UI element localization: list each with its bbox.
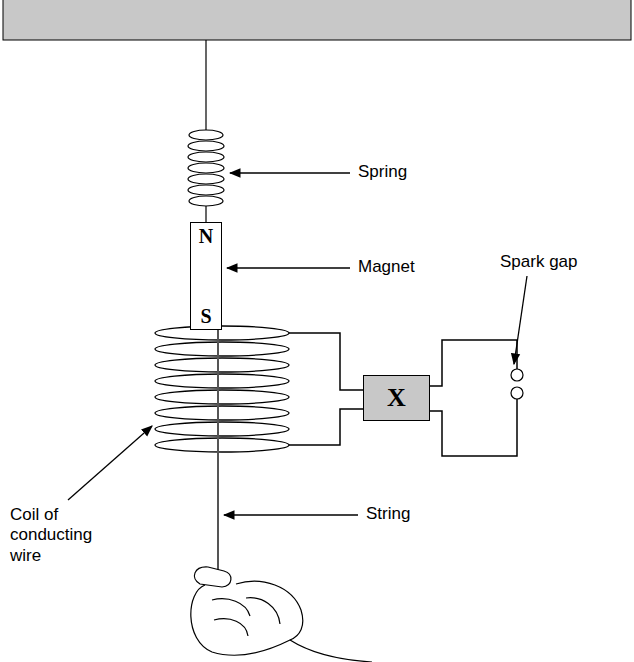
- string: [217, 330, 219, 572]
- leader-arrow: [68, 426, 152, 500]
- hand-illustration: [191, 567, 372, 662]
- coil-loop: [155, 390, 289, 404]
- magnet-bar: NS: [190, 222, 222, 330]
- pole-letter: S: [200, 305, 211, 327]
- leader-arrow: [514, 276, 527, 364]
- leader-arrow: [227, 267, 350, 268]
- pole-letter: N: [199, 225, 213, 247]
- hand-fill: [191, 585, 372, 662]
- spring-symbol: [188, 130, 224, 206]
- spring-hook: [205, 206, 206, 223]
- hanging-wire: [205, 40, 206, 130]
- leader-arrow: [224, 514, 358, 515]
- spark-gap-electrode: [511, 369, 523, 381]
- coil-loop: [155, 374, 289, 388]
- hand-outline: [236, 581, 303, 640]
- part-label: String: [366, 504, 410, 524]
- thumb: [194, 567, 230, 587]
- device-letter: X: [387, 384, 406, 413]
- coil-loop: [155, 326, 289, 340]
- coil-symbol: [155, 326, 289, 452]
- wire: [429, 399, 517, 456]
- spring-coil: [188, 141, 224, 151]
- part-label: Spring: [358, 162, 407, 182]
- coil-loop: [155, 438, 289, 452]
- spring-coil: [188, 163, 224, 173]
- coil-loop: [155, 406, 289, 420]
- circuit-wires: [289, 333, 517, 456]
- spring-coil: [189, 130, 223, 140]
- leader-arrows: [68, 173, 527, 515]
- spring-coil: [189, 196, 223, 206]
- spring-coil: [188, 152, 224, 162]
- spring-coil: [188, 185, 224, 195]
- coil-loop: [155, 342, 289, 356]
- spark-gap-electrode: [511, 387, 523, 399]
- coil-loop: [155, 422, 289, 436]
- hand-outline: [191, 585, 372, 662]
- leader-arrow: [230, 172, 350, 173]
- finger-lines: [212, 598, 280, 636]
- coil-loop: [155, 358, 289, 372]
- wire: [429, 340, 517, 386]
- spring-coil: [188, 174, 224, 184]
- ceiling: [3, 0, 631, 40]
- part-label: Magnet: [358, 257, 415, 277]
- device-box: X: [363, 375, 430, 421]
- part-label: Spark gap: [500, 252, 578, 272]
- part-label: Coil of conducting wire: [10, 505, 100, 566]
- wire: [289, 409, 364, 445]
- wire: [289, 333, 364, 390]
